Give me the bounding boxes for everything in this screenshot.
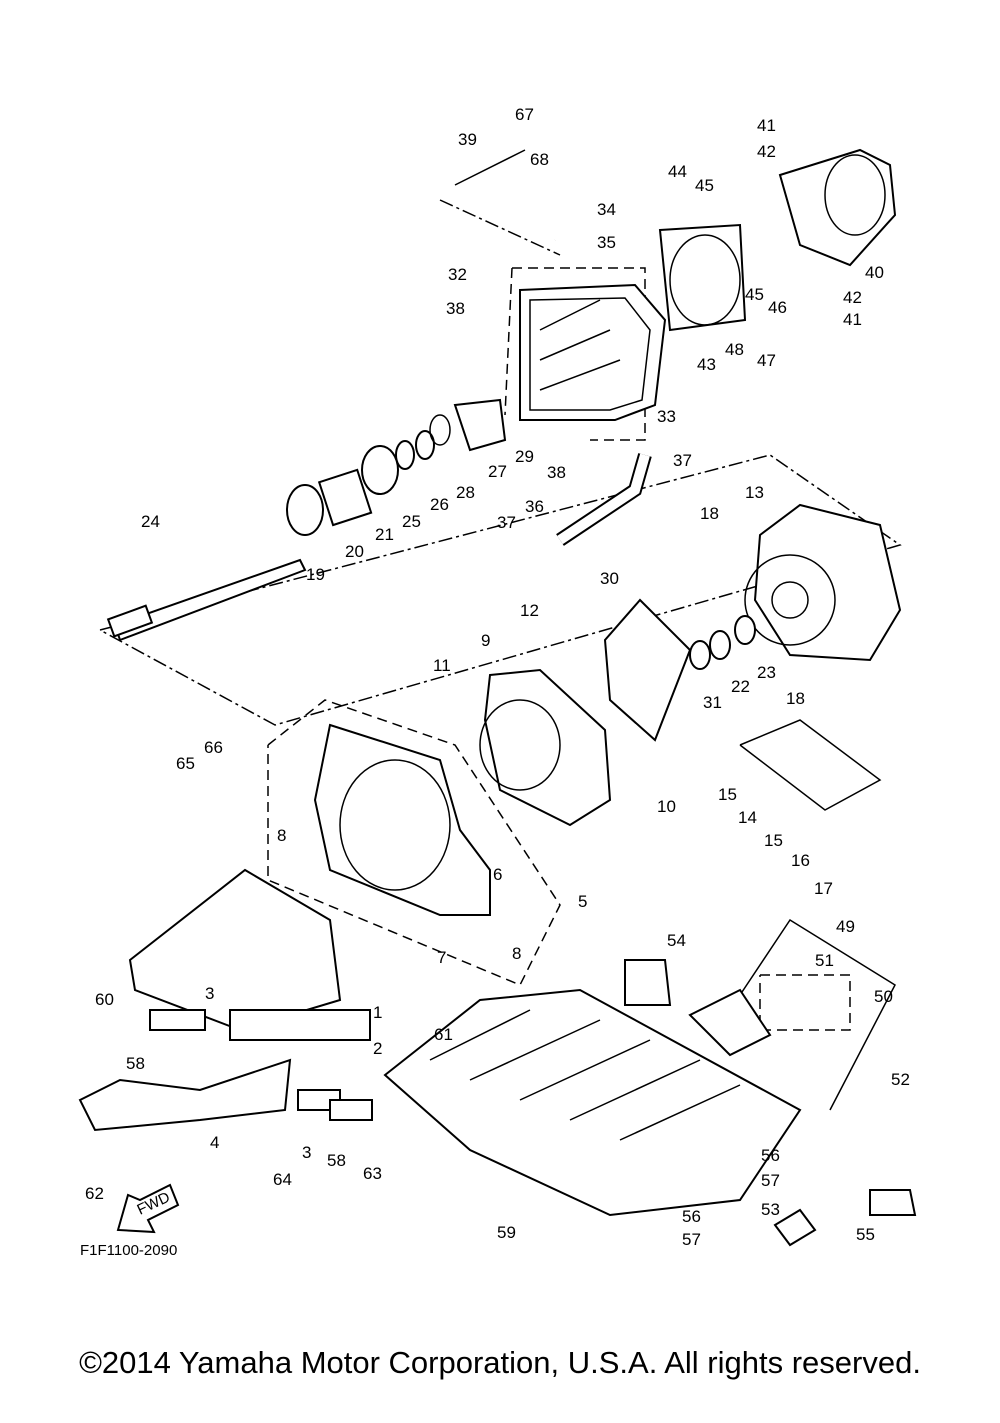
callout-7: 7 (437, 948, 446, 967)
nozzle-assembly (519, 148, 897, 421)
callout-57: 57 (682, 1230, 701, 1249)
callout-26: 26 (430, 495, 449, 514)
callout-49: 49 (836, 917, 855, 936)
callout-15: 15 (718, 785, 737, 804)
callout-46: 46 (768, 298, 787, 317)
callout-19: 19 (306, 565, 325, 584)
callout-32: 32 (448, 265, 467, 284)
callout-39: 39 (458, 130, 477, 149)
callout-68: 68 (530, 150, 549, 169)
callout-35: 35 (597, 233, 616, 252)
callout-58: 58 (327, 1151, 346, 1170)
callout-34: 34 (597, 200, 616, 219)
jet-pump-housing (479, 503, 902, 827)
callout-24: 24 (141, 512, 160, 531)
callout-2: 2 (373, 1039, 382, 1058)
callout-3: 3 (302, 1143, 311, 1162)
callout-10: 10 (657, 797, 676, 816)
callout-43: 43 (697, 355, 716, 374)
callout-28: 28 (456, 483, 475, 502)
intake-duct (313, 723, 491, 916)
callout-58: 58 (126, 1054, 145, 1073)
callout-53: 53 (761, 1200, 780, 1219)
callout-62: 62 (85, 1184, 104, 1203)
callout-54: 54 (667, 931, 686, 950)
callout-56: 56 (682, 1207, 701, 1226)
callout-25: 25 (402, 512, 421, 531)
callout-27: 27 (488, 462, 507, 481)
callout-44: 44 (668, 162, 687, 181)
callout-14: 14 (738, 808, 757, 827)
callout-31: 31 (703, 693, 722, 712)
callout-9: 9 (481, 631, 490, 650)
callout-18: 18 (700, 504, 719, 523)
callout-48: 48 (725, 340, 744, 359)
callout-37: 37 (673, 451, 692, 470)
callout-18: 18 (786, 689, 805, 708)
callout-42: 42 (757, 142, 776, 161)
callout-45: 45 (745, 285, 764, 304)
callout-20: 20 (345, 542, 364, 561)
callout-29: 29 (515, 447, 534, 466)
drive-shaft-parts (106, 398, 507, 642)
callout-41: 41 (843, 310, 862, 329)
callout-67: 67 (515, 105, 534, 124)
callout-11: 11 (433, 656, 451, 675)
callout-15: 15 (764, 831, 783, 850)
callout-16: 16 (791, 851, 810, 870)
drawing-code: F1F1100-2090 (80, 1242, 177, 1259)
callout-52: 52 (891, 1070, 910, 1089)
hose-parts (454, 95, 655, 546)
callout-8: 8 (512, 944, 521, 963)
callout-56: 56 (761, 1146, 780, 1165)
callout-38: 38 (547, 463, 566, 482)
callout-4: 4 (210, 1133, 219, 1152)
callout-23: 23 (757, 663, 776, 682)
callout-41: 41 (757, 116, 776, 135)
callout-6: 6 (493, 865, 502, 884)
callout-8: 8 (277, 826, 286, 845)
callout-37: 37 (497, 513, 516, 532)
callout-17: 17 (814, 879, 833, 898)
assembly-outlines (99, 199, 902, 1111)
callout-45: 45 (695, 176, 714, 195)
callout-33: 33 (657, 407, 676, 426)
callout-22: 22 (731, 677, 750, 696)
callout-12: 12 (520, 601, 539, 620)
callout-66: 66 (204, 738, 223, 757)
callout-63: 63 (363, 1164, 382, 1183)
part-callouts: 6768393435444541424032384546424143484733… (85, 105, 910, 1249)
callout-13: 13 (745, 483, 764, 502)
callout-59: 59 (497, 1223, 516, 1242)
callout-51: 51 (815, 951, 834, 970)
callout-64: 64 (273, 1170, 292, 1189)
callout-61: 61 (434, 1025, 453, 1044)
callout-21: 21 (375, 525, 394, 544)
callout-3: 3 (205, 984, 214, 1003)
callout-57: 57 (761, 1171, 780, 1190)
callout-47: 47 (757, 351, 776, 370)
callout-5: 5 (578, 892, 587, 911)
callout-60: 60 (95, 990, 114, 1009)
callout-55: 55 (856, 1225, 875, 1244)
intake-grate-and-ride-plate (78, 868, 917, 1247)
callout-40: 40 (865, 263, 884, 282)
copyright-notice: ©2014 Yamaha Motor Corporation, U.S.A. A… (79, 1345, 921, 1380)
callout-38: 38 (446, 299, 465, 318)
callout-50: 50 (874, 987, 893, 1006)
callout-30: 30 (600, 569, 619, 588)
forward-direction-arrow: FWD (116, 1183, 180, 1234)
callout-1: 1 (373, 1003, 382, 1022)
callout-36: 36 (525, 497, 544, 516)
callout-42: 42 (843, 288, 862, 307)
callout-65: 65 (176, 754, 195, 773)
